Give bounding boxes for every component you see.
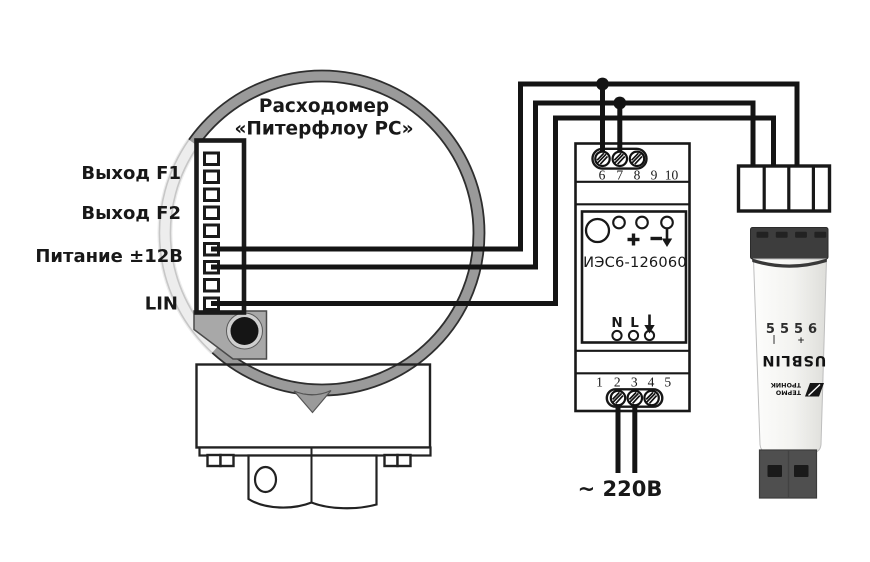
psu-terminal-number: 3 xyxy=(631,375,638,390)
wires xyxy=(211,81,800,473)
junction-dot xyxy=(596,77,609,91)
psu-module: 6 7 8 9 10 ИЭС6-126060 N L 1 xyxy=(574,142,691,413)
terminal-pin xyxy=(203,169,220,184)
usb-body-shadow xyxy=(752,258,827,268)
usb-terminal-slot xyxy=(795,231,807,238)
screw-terminal xyxy=(609,389,627,407)
usb-brand-logo: ТЕРМО ТРОНИК xyxy=(770,381,824,397)
psu-terminal-number: 7 xyxy=(616,168,623,183)
psu-terminal-number: 2 xyxy=(614,375,621,390)
psu-ground-arrow-bottom xyxy=(644,314,655,334)
flowmeter-ring-bump xyxy=(293,389,332,414)
usb-adapter: 5556 | + USBLIN ТЕРМО ТРОНИК xyxy=(750,227,829,499)
wire-power-minus xyxy=(211,100,756,270)
usb-terminal-slot xyxy=(756,231,769,238)
flange-bolt xyxy=(396,453,412,468)
psu-output-terminal-mark xyxy=(612,215,626,230)
terminal-pin xyxy=(203,278,220,293)
label-output-f1: Выход F1 xyxy=(81,163,181,184)
psu-plus-symbol xyxy=(627,233,640,246)
psu-terminal-number: 4 xyxy=(648,375,655,390)
usb-plug-contact xyxy=(767,465,782,477)
flowmeter-ring-highlight-outline-outer xyxy=(158,139,213,354)
terminal-pin xyxy=(203,205,220,220)
screw-terminal xyxy=(594,150,611,168)
psu-input-terminal-mark xyxy=(611,329,623,342)
brand-text-line1: ТЕРМО xyxy=(775,389,801,397)
usb-terminal-slot xyxy=(814,231,827,238)
screw-terminal xyxy=(628,150,646,168)
usb-product-label-group: USBLIN xyxy=(762,352,827,368)
usb-plug-contact xyxy=(794,465,809,477)
psu-input-terminal-mark xyxy=(627,329,640,342)
terminal-pin xyxy=(203,151,220,166)
usb-pin-mark: + xyxy=(797,336,805,346)
label-lin: LIN xyxy=(145,294,178,315)
psu-input-terminal-mark xyxy=(643,329,656,342)
flowmeter-terminal-block xyxy=(194,138,247,315)
psu-ground-arrow xyxy=(661,228,673,247)
psu-model-label: ИЭС6-126060 xyxy=(583,254,687,271)
psu-l-label: L xyxy=(630,315,639,331)
wire-junctions xyxy=(596,77,627,110)
psu-n-label: N xyxy=(611,315,622,331)
screw-terminal xyxy=(626,389,644,407)
flowmeter-neck-hole xyxy=(253,465,278,494)
flange-bolt xyxy=(219,453,235,468)
psu-terminal-number: 8 xyxy=(634,168,641,183)
terminal-pin xyxy=(203,187,220,202)
psu-output-terminal-mark xyxy=(635,215,649,230)
psu-faceplate xyxy=(580,210,688,344)
brand-logo-slash xyxy=(808,383,821,397)
psu-terminal-number: 9 xyxy=(651,168,658,183)
psu-terminal-number: 1 xyxy=(596,375,603,390)
terminal-pin xyxy=(203,223,220,238)
psu-indicator-circle xyxy=(584,217,611,244)
flange-bolt xyxy=(206,453,222,468)
brand-text-line2: ТРОНИК xyxy=(770,381,801,389)
flowmeter-title-line2: «Питерфлоу РС» xyxy=(234,119,413,140)
label-power-12v: Питание ±12В xyxy=(35,246,183,267)
usb-product-label: USBLIN xyxy=(762,352,827,368)
psu-terminal-number: 6 xyxy=(599,168,606,183)
flowmeter-title-line1: Расходомер xyxy=(259,96,389,117)
flowmeter: Расходомер «Питерфлоу РС» Выход F1 Выход… xyxy=(35,69,486,510)
wire-connector-4pole xyxy=(736,164,832,213)
usb-pin-row-label: 5556 xyxy=(766,322,822,337)
screw-terminal xyxy=(643,389,660,407)
screw-terminal xyxy=(611,150,629,168)
usb-pin-mark: | xyxy=(772,335,775,345)
flange-bolt xyxy=(383,453,399,468)
junction-dot xyxy=(613,96,627,110)
mains-voltage-label: ~ 220В xyxy=(578,477,663,501)
cable-gland-hole xyxy=(230,317,259,345)
label-output-f2: Выход F2 xyxy=(81,203,181,224)
wire-lin xyxy=(211,115,776,306)
psu-terminal-number: 5 xyxy=(664,375,671,390)
usb-terminal-slot xyxy=(775,231,788,238)
connector-frame xyxy=(736,164,832,213)
psu-terminal-number: 10 xyxy=(665,168,679,183)
wire-power-plus xyxy=(211,81,800,252)
